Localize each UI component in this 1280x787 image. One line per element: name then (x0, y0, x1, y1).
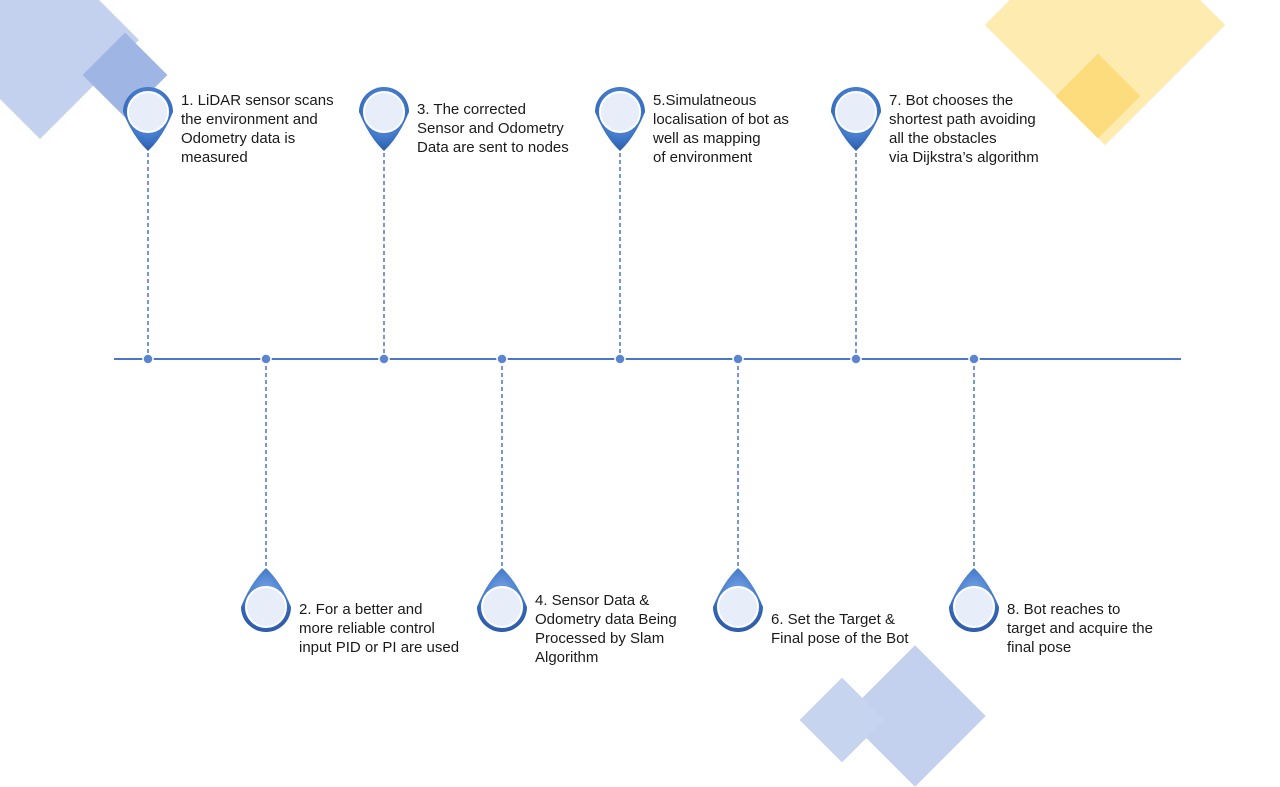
step-6-label: 6. Set the Target &Final pose of the Bot (771, 611, 909, 647)
step-1-pin-inner (127, 91, 169, 133)
timeline-graphic (114, 86, 1181, 632)
step-3-axis-dot (378, 353, 390, 365)
step-2-pin-inner (245, 586, 287, 628)
step-7-axis-dot (850, 353, 862, 365)
step-5-pin-inner (599, 91, 641, 133)
step-6-axis-dot (732, 353, 744, 365)
step-4-pin-inner (481, 586, 523, 628)
step-4-axis-dot (496, 353, 508, 365)
step-1-axis-dot (142, 353, 154, 365)
step-7-pin-inner (835, 91, 877, 133)
step-3-pin-inner (363, 91, 405, 133)
step-6-pin-inner (717, 586, 759, 628)
step-8-axis-dot (968, 353, 980, 365)
step-5-axis-dot (614, 353, 626, 365)
step-8-pin-inner (953, 586, 995, 628)
step-2-axis-dot (260, 353, 272, 365)
